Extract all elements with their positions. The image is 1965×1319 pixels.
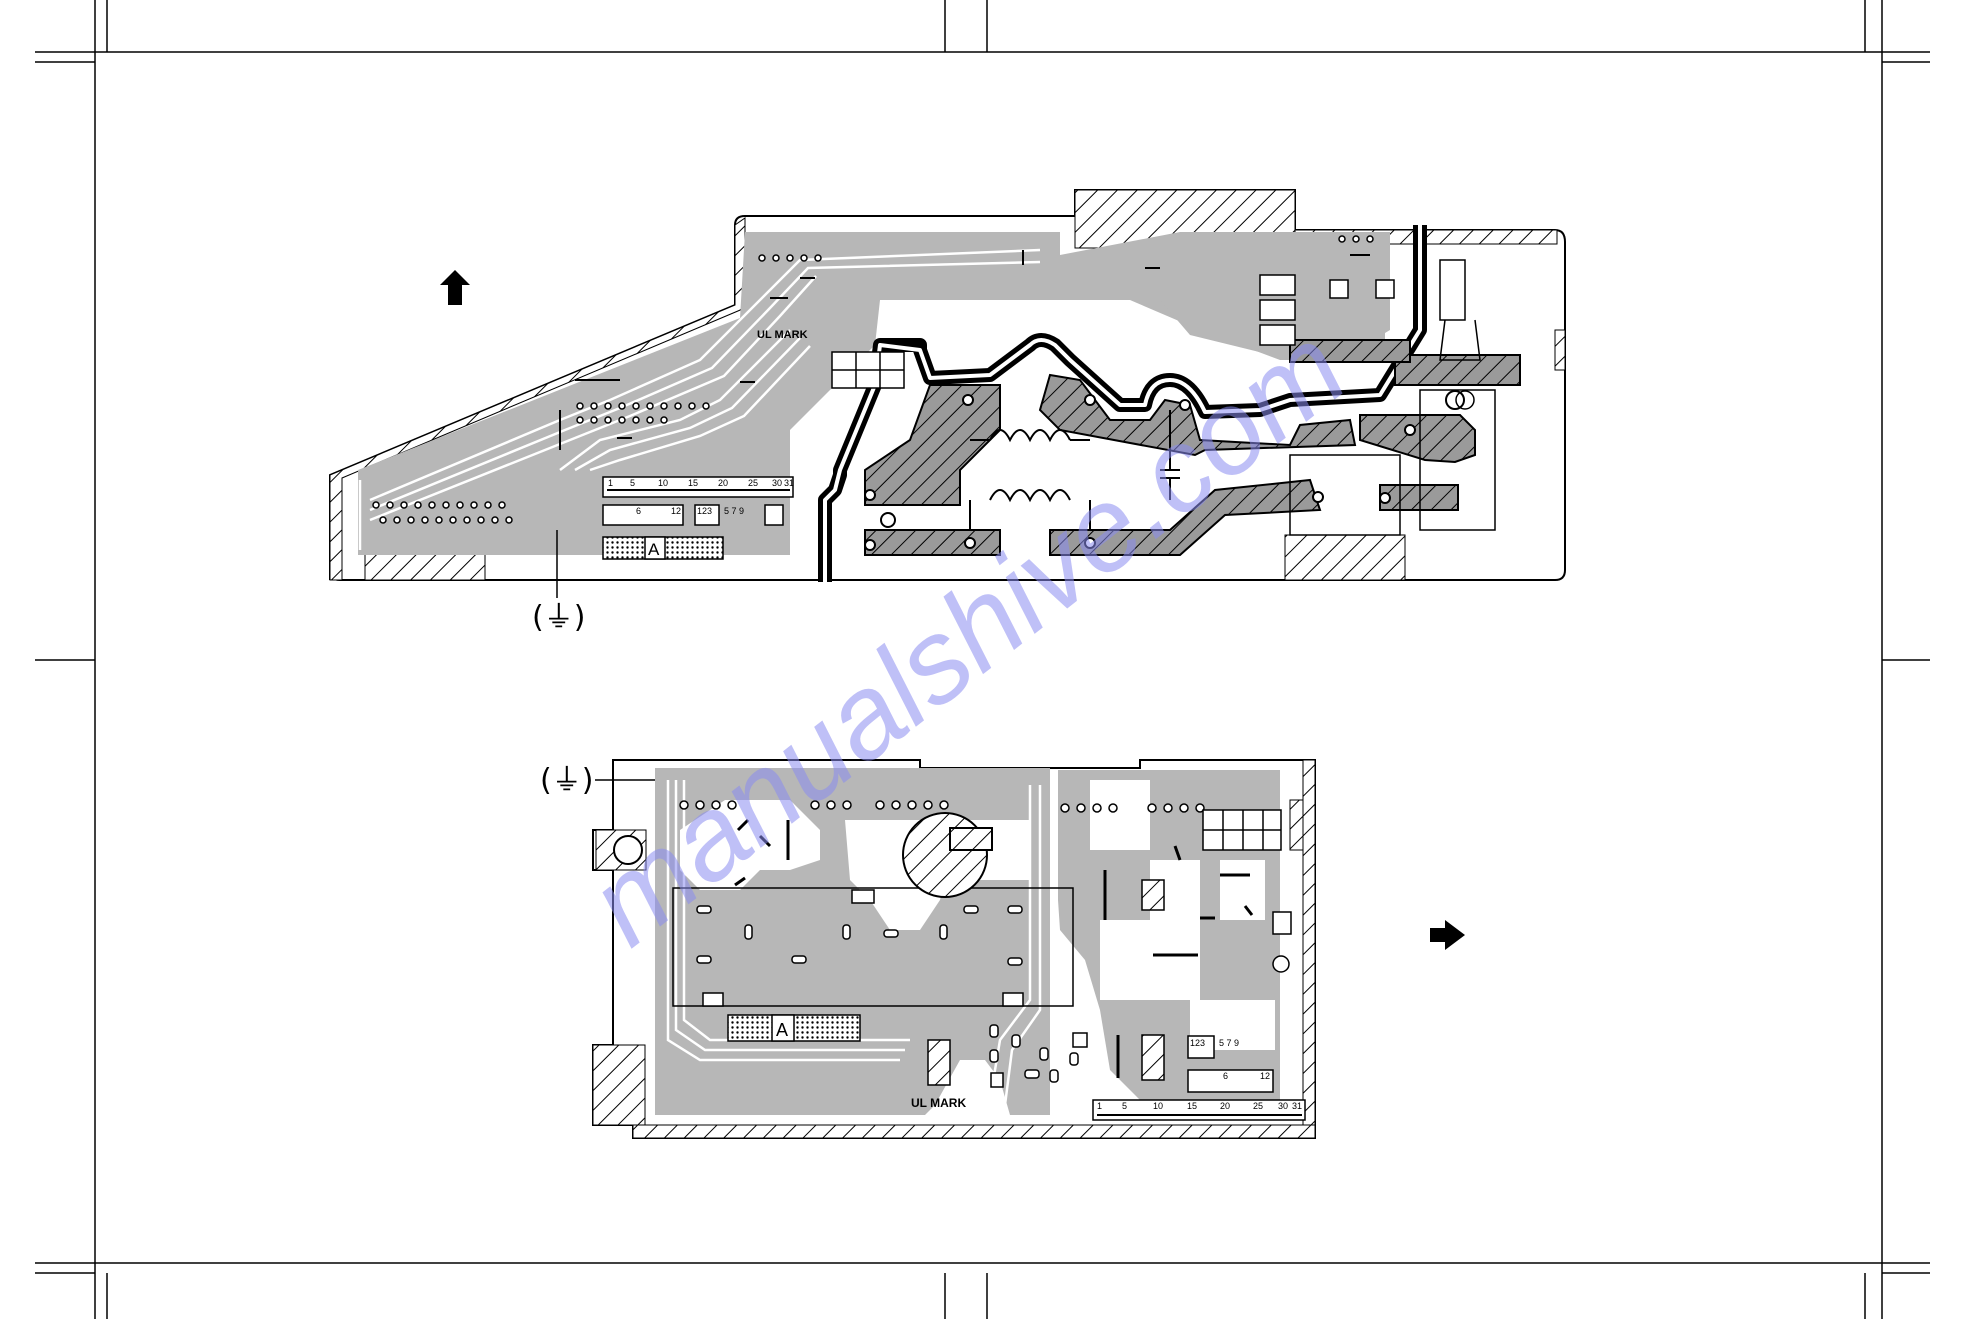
bottom-scale-tick-31: 31	[1292, 1101, 1302, 1111]
top-relay-blocks	[1259, 274, 1395, 346]
top-pins-box	[694, 504, 720, 526]
bottom-scale-short-6: 6	[1223, 1071, 1228, 1081]
top-ground-label: (⏚)	[532, 600, 585, 635]
bottom-hatched-resistor-1	[1141, 879, 1165, 911]
bottom-scale-short	[1187, 1069, 1274, 1093]
bottom-scale-tick-5: 5	[1122, 1101, 1127, 1111]
bottom-scale-tick-15: 15	[1187, 1101, 1197, 1111]
top-scale-tick-10: 10	[658, 478, 668, 488]
top-power-pads	[864, 339, 1521, 556]
bottom-hatch-notch	[1289, 799, 1304, 851]
bottom-pins-box	[1187, 1035, 1215, 1059]
bottom-square-pads	[702, 889, 1088, 1088]
top-scale-tick-31: 31	[784, 478, 794, 488]
bottom-hatched-resistor-3	[927, 1039, 951, 1086]
top-hatch-notch	[1554, 329, 1566, 371]
top-pcb-board: 1 5 10 15 20 25 30 31 6 12 123 5 7 9 A U…	[329, 189, 1566, 635]
bottom-ic-pad	[1272, 911, 1292, 935]
top-scale-tick-1: 1	[608, 478, 613, 488]
top-coil-lower	[969, 489, 1091, 530]
bottom-signal-traces	[666, 780, 1042, 1106]
arrow-up-icon	[440, 270, 470, 305]
bottom-hatch-left-low	[592, 1044, 646, 1126]
top-scale-short	[602, 504, 684, 526]
top-hatch-block-bottom-right	[1284, 534, 1406, 581]
top-scale-tick-5: 5	[630, 478, 635, 488]
page-frame	[35, 0, 1930, 1319]
bottom-round-pads	[679, 800, 1290, 973]
top-coil-upper	[970, 429, 1090, 443]
bottom-scale-short-12: 12	[1260, 1071, 1270, 1081]
bottom-scale-tick-25: 25	[1253, 1101, 1263, 1111]
top-small-components	[559, 250, 1370, 450]
top-scale-short-6: 6	[636, 506, 641, 516]
bottom-scale-tick-20: 20	[1220, 1101, 1230, 1111]
power-pad-right-top	[1394, 354, 1521, 386]
top-scale-tick-20: 20	[718, 478, 728, 488]
bottom-large-round-part	[902, 812, 988, 898]
top-ul-mark: UL MARK	[757, 329, 808, 341]
bottom-hatch-bottom	[632, 1124, 1316, 1139]
power-pad-left	[864, 384, 1001, 506]
bottom-ground-label: (⏚)	[540, 763, 593, 798]
bottom-pins-odd: 5 7 9	[1219, 1038, 1239, 1048]
top-scale-short-12: 12	[671, 506, 681, 516]
power-pad-upper-right	[1289, 339, 1411, 363]
bottom-small-components	[734, 818, 1254, 1078]
top-copper-signal-area	[358, 232, 1390, 555]
bottom-ul-mark: UL MARK	[911, 1096, 966, 1110]
power-pad-bottom-mid	[1049, 478, 1322, 556]
top-pad-holes	[864, 390, 1465, 551]
top-scale-tick-15: 15	[688, 478, 698, 488]
bottom-connector-letter: A	[776, 1020, 788, 1040]
top-scale-long	[602, 476, 794, 498]
bottom-hatched-resistor-2	[1141, 1034, 1165, 1081]
bottom-mount-hole	[613, 835, 643, 865]
top-grid-block	[831, 351, 905, 389]
bottom-connector-a	[727, 1014, 861, 1042]
top-scale-tick-30: 30	[772, 478, 782, 488]
top-capacitor	[1160, 410, 1180, 500]
top-scale-tick-25: 25	[748, 478, 758, 488]
top-connector-letter: A	[648, 540, 660, 559]
top-connector-a	[602, 536, 724, 560]
bottom-scale-tick-30: 30	[1278, 1101, 1288, 1111]
top-pads	[372, 235, 1374, 524]
top-right-components	[1289, 259, 1496, 536]
bottom-hatch-square	[949, 827, 993, 851]
bottom-pcb-board: 1 5 10 15 20 25 30 31 6 12 123 5 7 9 A U…	[540, 759, 1316, 1139]
bottom-hatch-right	[1302, 759, 1316, 1139]
top-pins-label: 123	[697, 506, 712, 516]
bottom-pins-label: 123	[1190, 1038, 1205, 1048]
power-pad-center	[1038, 373, 1357, 457]
top-pins-odd: 5 7 9	[724, 506, 744, 516]
bottom-scale-tick-1: 1	[1097, 1101, 1102, 1111]
bottom-oval-pads	[696, 905, 1079, 1083]
bottom-scale-tick-10: 10	[1153, 1101, 1163, 1111]
top-ic-pad	[764, 504, 784, 526]
bottom-grid-block	[1202, 809, 1282, 851]
arrow-right-icon	[1430, 920, 1465, 950]
power-pad-right-low	[1379, 484, 1459, 511]
bottom-transformer-outline	[672, 887, 1074, 1007]
power-pad-right-mid	[1359, 414, 1476, 464]
